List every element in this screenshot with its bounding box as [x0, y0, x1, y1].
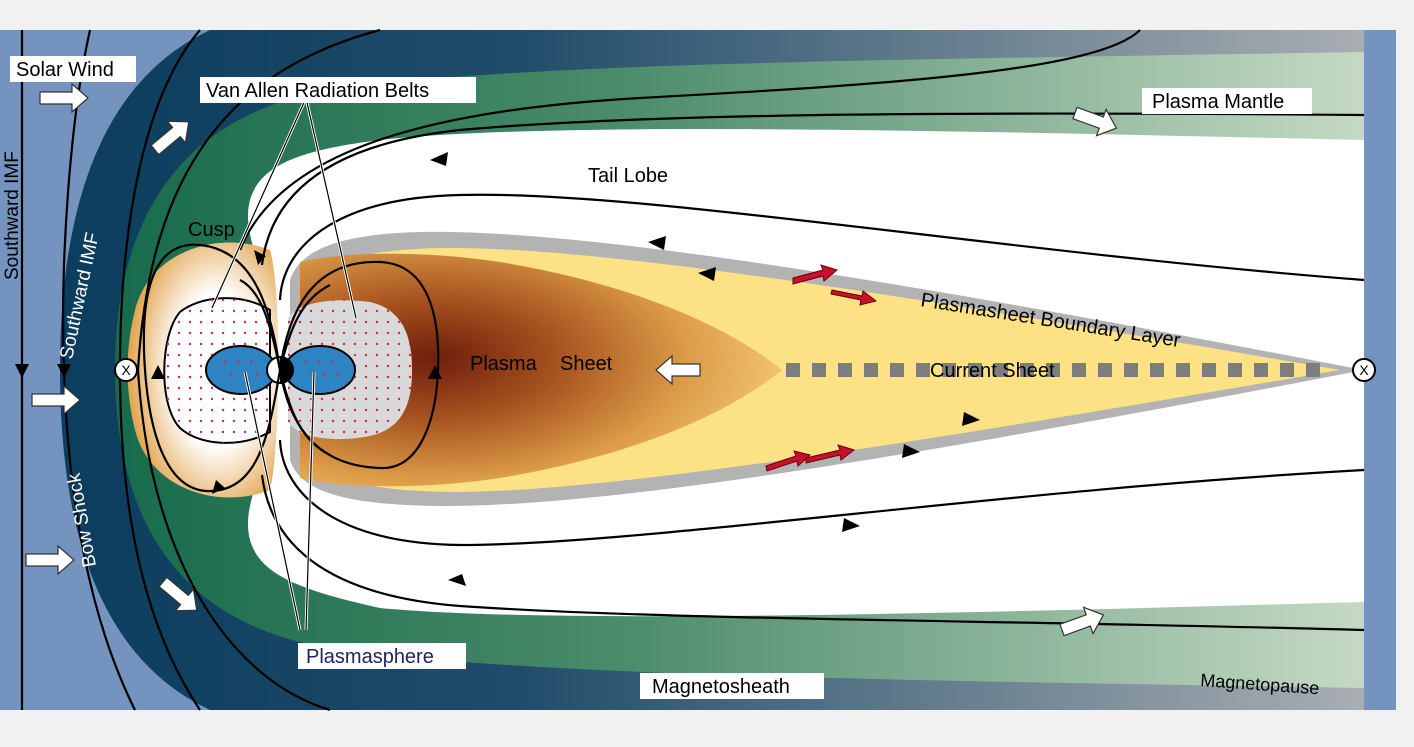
svg-text:X: X [1359, 362, 1369, 378]
plasmasphere-left-lobe [205, 345, 277, 395]
label-magnetosheath: Magnetosheath [652, 676, 790, 698]
label-plasma-mantle: Plasma Mantle [1152, 91, 1284, 113]
label-southward-imf-outer: Southward IMF [2, 151, 23, 280]
x-line-left: X [114, 358, 138, 382]
magnetic-field-lines [20, 28, 1365, 712]
label-van-allen-belts: Van Allen Radiation Belts [206, 80, 429, 102]
flow-arrows [25, 82, 1118, 637]
label-tail-lobe: Tail Lobe [588, 165, 668, 187]
label-solar-wind: Solar Wind [16, 59, 114, 81]
x-line-right: X [1352, 358, 1376, 382]
svg-text:X: X [121, 362, 131, 378]
label-cusp: Cusp [188, 219, 235, 241]
label-sheet: Sheet [560, 353, 613, 375]
plasmasphere-right-lobe [284, 345, 356, 395]
field-direction-arrows [15, 152, 980, 586]
boundary-layer-red-arrows [765, 264, 878, 472]
label-plasma: Plasma [470, 353, 538, 375]
label-current-sheet: Current Sheet [930, 360, 1055, 382]
label-plasmasphere: Plasmasphere [306, 646, 434, 668]
plasma-sheet-core [300, 253, 782, 487]
